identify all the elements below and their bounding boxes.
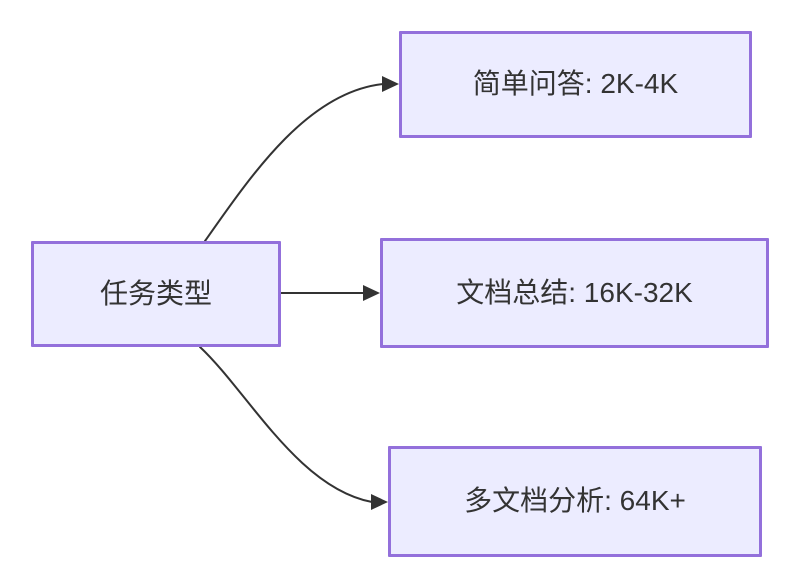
node-simple-qa: 简单问答: 2K-4K bbox=[399, 31, 752, 138]
node-multi-doc: 多文档分析: 64K+ bbox=[388, 446, 762, 557]
edge-line bbox=[199, 346, 373, 503]
edge-task-type-to-multi-doc bbox=[199, 346, 388, 510]
arrowhead-icon bbox=[363, 285, 380, 301]
edge-task-type-to-simple-qa bbox=[204, 76, 399, 242]
node-multi-doc-label: 多文档分析: 64K+ bbox=[464, 485, 686, 517]
node-simple-qa-label: 简单问答: 2K-4K bbox=[472, 68, 679, 100]
arrowhead-icon bbox=[382, 76, 399, 92]
edge-line bbox=[204, 83, 384, 242]
edge-task-type-to-doc-summary bbox=[280, 285, 380, 301]
node-doc-summary: 文档总结: 16K-32K bbox=[380, 238, 769, 348]
node-doc-summary-label: 文档总结: 16K-32K bbox=[456, 276, 693, 308]
node-task-type-label: 任务类型 bbox=[99, 277, 212, 309]
arrowhead-icon bbox=[371, 494, 388, 510]
node-task-type: 任务类型 bbox=[31, 241, 281, 347]
